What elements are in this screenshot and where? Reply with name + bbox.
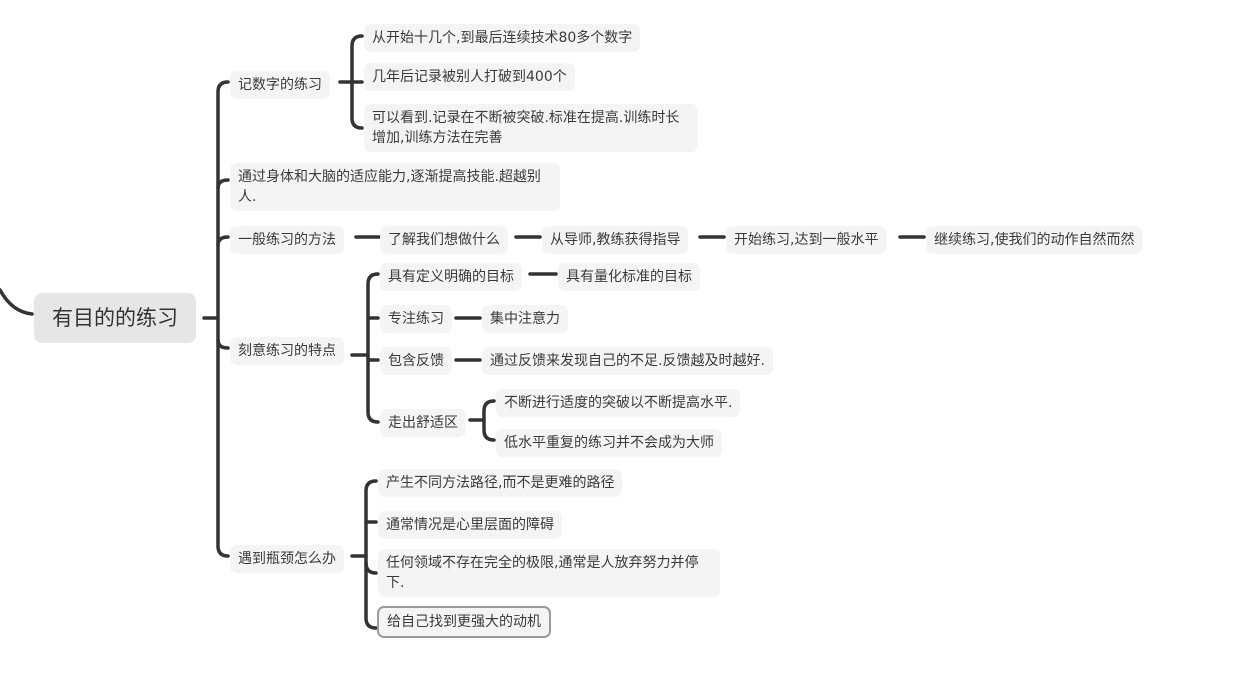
root-topic[interactable]: 有目的的练习: [34, 293, 196, 343]
subtopic[interactable]: 几年后记录被别人打破到400个: [364, 63, 575, 91]
branch-general-practice[interactable]: 一般练习的方法: [230, 226, 344, 254]
subtopic[interactable]: 具有量化标准的目标: [558, 263, 700, 291]
branch-number-memory[interactable]: 记数字的练习: [230, 71, 330, 99]
subtopic[interactable]: 通常情况是心里层面的障碍: [378, 511, 562, 539]
branch-deliberate-practice[interactable]: 刻意练习的特点: [230, 337, 344, 365]
subtopic[interactable]: 从开始十几个,到最后连续技术80多个数字: [364, 24, 641, 52]
subtopic[interactable]: 具有定义明确的目标: [380, 263, 522, 291]
subtopic[interactable]: 可以看到.记录在不断被突破.标准在提高.训练时长增加,训练方法在完善: [364, 104, 698, 152]
chain-step[interactable]: 从导师,教练获得指导: [542, 226, 689, 254]
branch-adaptation[interactable]: 通过身体和大脑的适应能力,逐渐提高技能.超越别人.: [230, 163, 560, 211]
branch-bottleneck[interactable]: 遇到瓶颈怎么办: [230, 545, 344, 573]
subtopic[interactable]: 集中注意力: [482, 305, 568, 333]
subtopic[interactable]: 低水平重复的练习并不会成为大师: [496, 429, 722, 457]
subtopic-selected[interactable]: 给自己找到更强大的动机: [377, 606, 551, 638]
subtopic[interactable]: 不断进行适度的突破以不断提高水平.: [496, 389, 741, 417]
subtopic[interactable]: 包含反馈: [380, 347, 452, 375]
subtopic[interactable]: 走出舒适区: [380, 409, 466, 437]
chain-step[interactable]: 了解我们想做什么: [380, 226, 508, 254]
subtopic[interactable]: 专注练习: [380, 305, 452, 333]
subtopic[interactable]: 产生不同方法路径,而不是更难的路径: [378, 469, 623, 497]
subtopic[interactable]: 通过反馈来发现自己的不足.反馈越及时越好.: [482, 347, 773, 375]
chain-step[interactable]: 继续练习,使我们的动作自然而然: [926, 226, 1143, 254]
subtopic[interactable]: 任何领域不存在完全的极限,通常是人放弃努力并停下.: [378, 549, 720, 597]
chain-step[interactable]: 开始练习,达到一般水平: [726, 226, 887, 254]
